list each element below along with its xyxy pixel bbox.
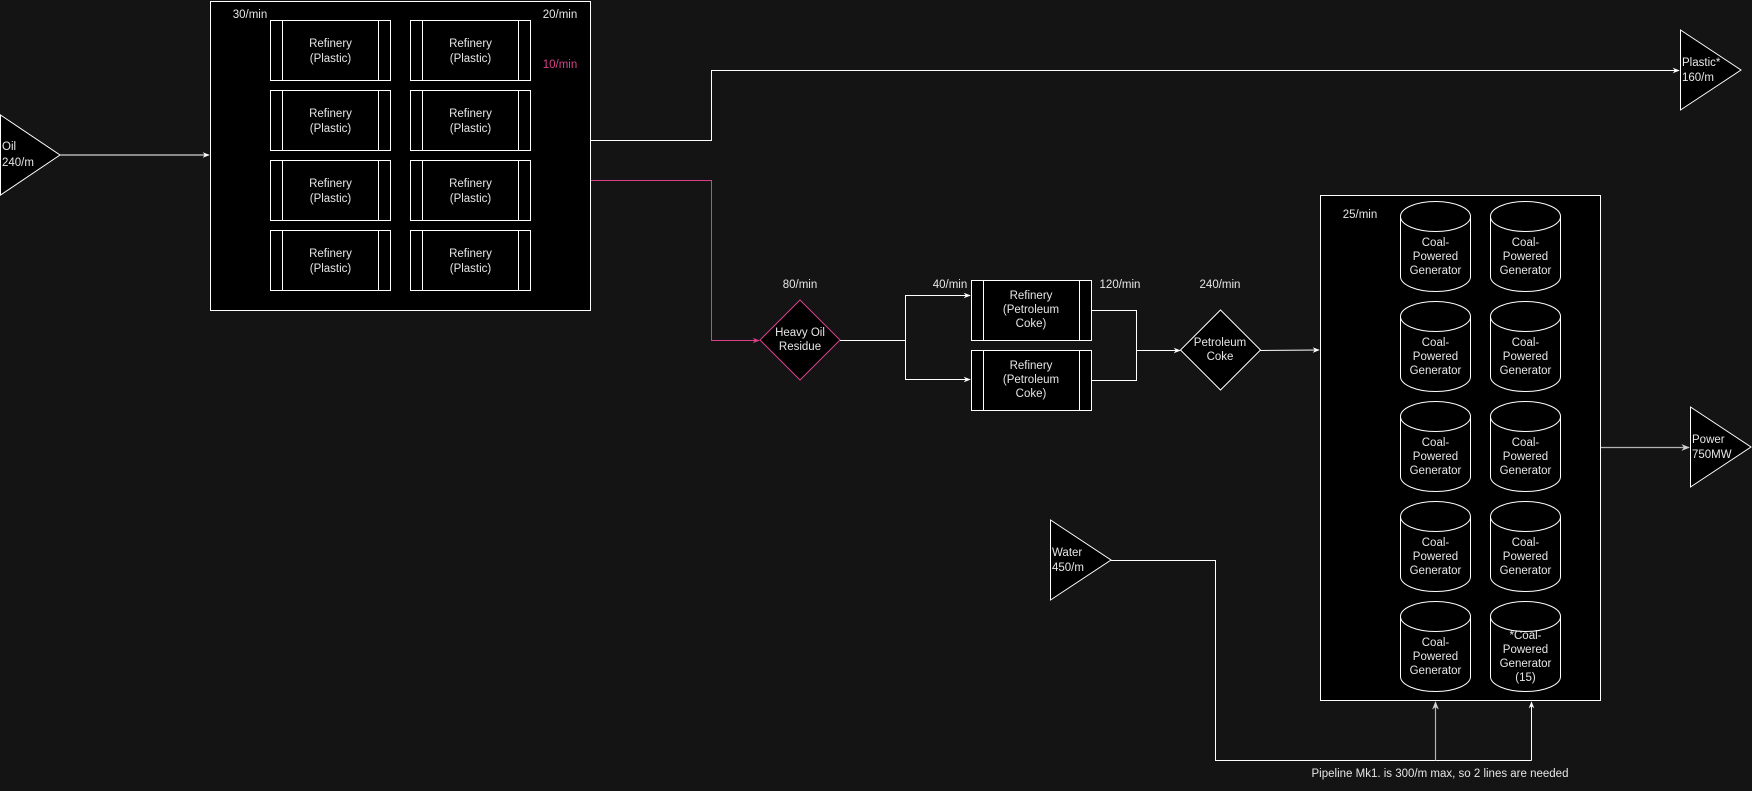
plastic-refinery[interactable]: [410, 90, 531, 151]
power-output-node[interactable]: [1690, 406, 1752, 488]
petroleum-coke-label-line2: Coke: [1206, 351, 1234, 363]
plastic-group-output-rate: 20/min: [542, 9, 578, 21]
oil-input-node[interactable]: [0, 114, 61, 196]
heavy-oil-label-line2: Residue: [778, 341, 822, 353]
coal-generator-label: Coal- Powered Generator: [1499, 436, 1552, 477]
plastic-refinery[interactable]: [410, 230, 531, 291]
plastic-refinery-name: Refinery: [449, 177, 492, 190]
edge-to-coke-refinery-1: [905, 292, 971, 341]
oil-input-rate: 240/m: [2, 157, 34, 169]
edge-heavy-oil-byproduct: [591, 180, 760, 344]
plastic-refinery[interactable]: [410, 160, 531, 221]
coal-generator[interactable]: [1400, 501, 1471, 592]
plastic-refinery-recipe: (Plastic): [449, 262, 492, 275]
plastic-refinery-name: Refinery: [309, 37, 352, 50]
coke-refinery-1[interactable]: [971, 280, 1092, 341]
coal-generator-label: Coal- Powered Generator: [1499, 236, 1552, 277]
coke-refinery-1-recipe-2: Coke): [1015, 318, 1047, 330]
coal-generator-label: Coal- Powered Generator: [1409, 536, 1462, 577]
plastic-refinery-name: Refinery: [309, 177, 352, 190]
heavy-oil-residue-node[interactable]: [759, 299, 841, 381]
heavy-oil-rate: 80/min: [782, 279, 818, 291]
coal-generator-label: Coal- Powered Generator: [1499, 336, 1552, 377]
power-output-label: Power: [1692, 434, 1725, 446]
coal-generator[interactable]: [1490, 301, 1561, 392]
plastic-refinery-recipe: (Plastic): [309, 192, 352, 205]
coke-refinery-output-rate: 120/min: [1099, 279, 1141, 291]
coal-generator[interactable]: [1490, 401, 1561, 492]
plastic-refinery-name: Refinery: [449, 107, 492, 120]
coal-generator[interactable]: [1400, 201, 1471, 292]
plastic-refinery-name: Refinery: [309, 107, 352, 120]
coal-generator-label: Coal- Powered Generator: [1499, 536, 1552, 577]
plastic-refinery-grid: [270, 20, 531, 291]
plastic-refinery-recipe: (Plastic): [449, 192, 492, 205]
generator-grid: [1400, 201, 1561, 692]
plastic-refinery[interactable]: [270, 20, 391, 81]
plastic-output-label: Plastic*: [1682, 57, 1721, 69]
plastic-refinery-recipe: (Plastic): [449, 122, 492, 135]
water-input-node[interactable]: [1050, 519, 1112, 601]
edge-coke-to-generators: [1260, 347, 1320, 353]
generator-group-input-rate: 25/min: [1342, 209, 1378, 221]
water-input-label: Water: [1052, 547, 1083, 559]
plastic-refinery-recipe: (Plastic): [309, 52, 352, 65]
plastic-refinery-recipe: (Plastic): [449, 52, 492, 65]
coke-refinery-2-recipe-2: Coke): [1015, 388, 1047, 400]
edge-plastic-to-output: [591, 67, 1680, 141]
petroleum-coke-rate: 240/min: [1199, 279, 1241, 291]
coal-generator-label: Coal- Powered Generator: [1409, 336, 1462, 377]
coal-generator-label: Coal- Powered Generator: [1409, 236, 1462, 277]
plastic-refinery-recipe: (Plastic): [309, 122, 352, 135]
power-output-rate: 750MW: [1692, 449, 1732, 461]
plastic-output-rate: 160/m: [1682, 72, 1714, 84]
coal-generator[interactable]: [1400, 401, 1471, 492]
plastic-refinery-name: Refinery: [449, 37, 492, 50]
oil-input-label: Oil: [2, 141, 17, 153]
coke-refinery-1-name: Refinery: [1009, 290, 1053, 302]
coal-generator-label: Coal- Powered Generator: [1409, 436, 1462, 477]
coke-refinery-input-rate: 40/min: [932, 279, 968, 291]
edge-coke-refinery-2-out: [1091, 350, 1137, 381]
plastic-refinery[interactable]: [410, 20, 531, 81]
edge-coke-refinery-1-out: [1091, 310, 1137, 351]
coal-generator-label: *Coal- Powered Generator (15): [1499, 629, 1552, 684]
plastic-refinery-name: Refinery: [449, 247, 492, 260]
coal-generator[interactable]: [1400, 301, 1471, 392]
coke-refinery-2-name: Refinery: [1009, 360, 1053, 372]
plastic-refinery[interactable]: [270, 160, 391, 221]
plastic-output-node[interactable]: [1680, 29, 1742, 111]
coke-refinery-2-recipe: (Petroleum: [1002, 374, 1060, 386]
petroleum-coke-node[interactable]: [1179, 309, 1262, 391]
coke-refinery-2[interactable]: [971, 350, 1092, 411]
plastic-group-input-rate: 30/min: [232, 9, 268, 21]
water-input-rate: 450/m: [1052, 562, 1084, 574]
coal-generator-label: Coal- Powered Generator: [1409, 636, 1462, 677]
coal-generator[interactable]: [1490, 601, 1561, 692]
coke-refinery-1-recipe: (Petroleum: [1002, 304, 1060, 316]
plastic-refinery[interactable]: [270, 90, 391, 151]
plastic-refinery-recipe: (Plastic): [309, 262, 352, 275]
petroleum-coke-label-line1: Petroleum: [1193, 337, 1247, 349]
coal-generator[interactable]: [1400, 601, 1471, 692]
plastic-refinery-group[interactable]: [210, 1, 591, 311]
plastic-refinery[interactable]: [270, 230, 391, 291]
coal-generator[interactable]: [1490, 201, 1561, 292]
edge-water-pipeline: [1111, 560, 1532, 761]
edge-to-coke-refinery-2: [905, 340, 971, 383]
pipeline-note: Pipeline Mk1. is 300/m max, so 2 lines a…: [1311, 768, 1569, 780]
plastic-group-byproduct-rate: 10/min: [542, 59, 578, 71]
plastic-refinery-name: Refinery: [309, 247, 352, 260]
heavy-oil-label-line1: Heavy Oil: [775, 327, 825, 339]
coal-generator[interactable]: [1490, 501, 1561, 592]
